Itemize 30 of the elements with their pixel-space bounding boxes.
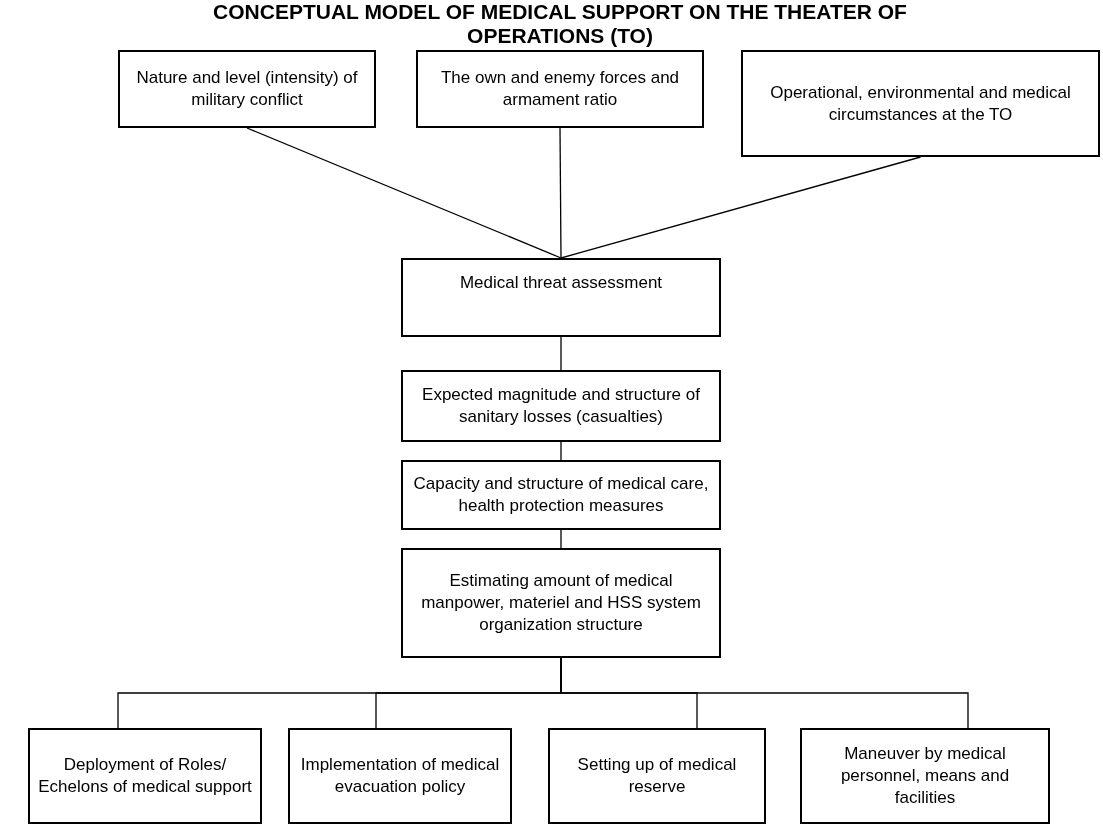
connector-line: [560, 529, 562, 549]
box-text: Deployment of Roles/ Echelons of medical support: [38, 754, 252, 798]
process-box: [401, 548, 721, 658]
connector-line: [560, 156, 922, 259]
process-box: [800, 728, 1050, 824]
process-box: [401, 370, 721, 442]
box-text: Nature and level (intensity) of military conflict: [135, 67, 359, 111]
connector-line: [559, 127, 562, 259]
box-text: Expected magnitude and structure of sanitary losses (casualties): [421, 384, 701, 428]
connector-line: [560, 441, 562, 461]
process-box: [401, 258, 721, 337]
box-text: Operational, environmental and medical circumstances at the TO: [769, 81, 1072, 126]
box-text: The own and enemy forces and armament ratio: [439, 67, 681, 111]
connector-line: [560, 657, 969, 729]
process-box: [416, 50, 704, 128]
process-box: [288, 728, 512, 824]
process-box: [118, 50, 376, 128]
box-text: Capacity and structure of medical care, health protection measures: [412, 473, 710, 517]
box-text: Medical threat assessment: [459, 272, 663, 294]
box-text: Estimating amount of medical manpower, materiel and HSS system organization structure: [420, 570, 702, 636]
diagram-title: CONCEPTUAL MODEL OF MEDICAL SUPPORT ON THE THEATER OF OPERATIONS (TO): [212, 0, 908, 48]
connector-line: [246, 127, 562, 259]
connector-line: [560, 336, 562, 371]
box-text: Setting up of medical reserve: [576, 754, 738, 798]
process-box: [548, 728, 766, 824]
box-text: Maneuver by medical personnel, means and facilities: [839, 743, 1011, 809]
process-box: [401, 460, 721, 530]
process-box: [741, 50, 1100, 157]
box-text: Implementation of medical evacuation policy: [299, 754, 501, 798]
process-box: [28, 728, 262, 824]
